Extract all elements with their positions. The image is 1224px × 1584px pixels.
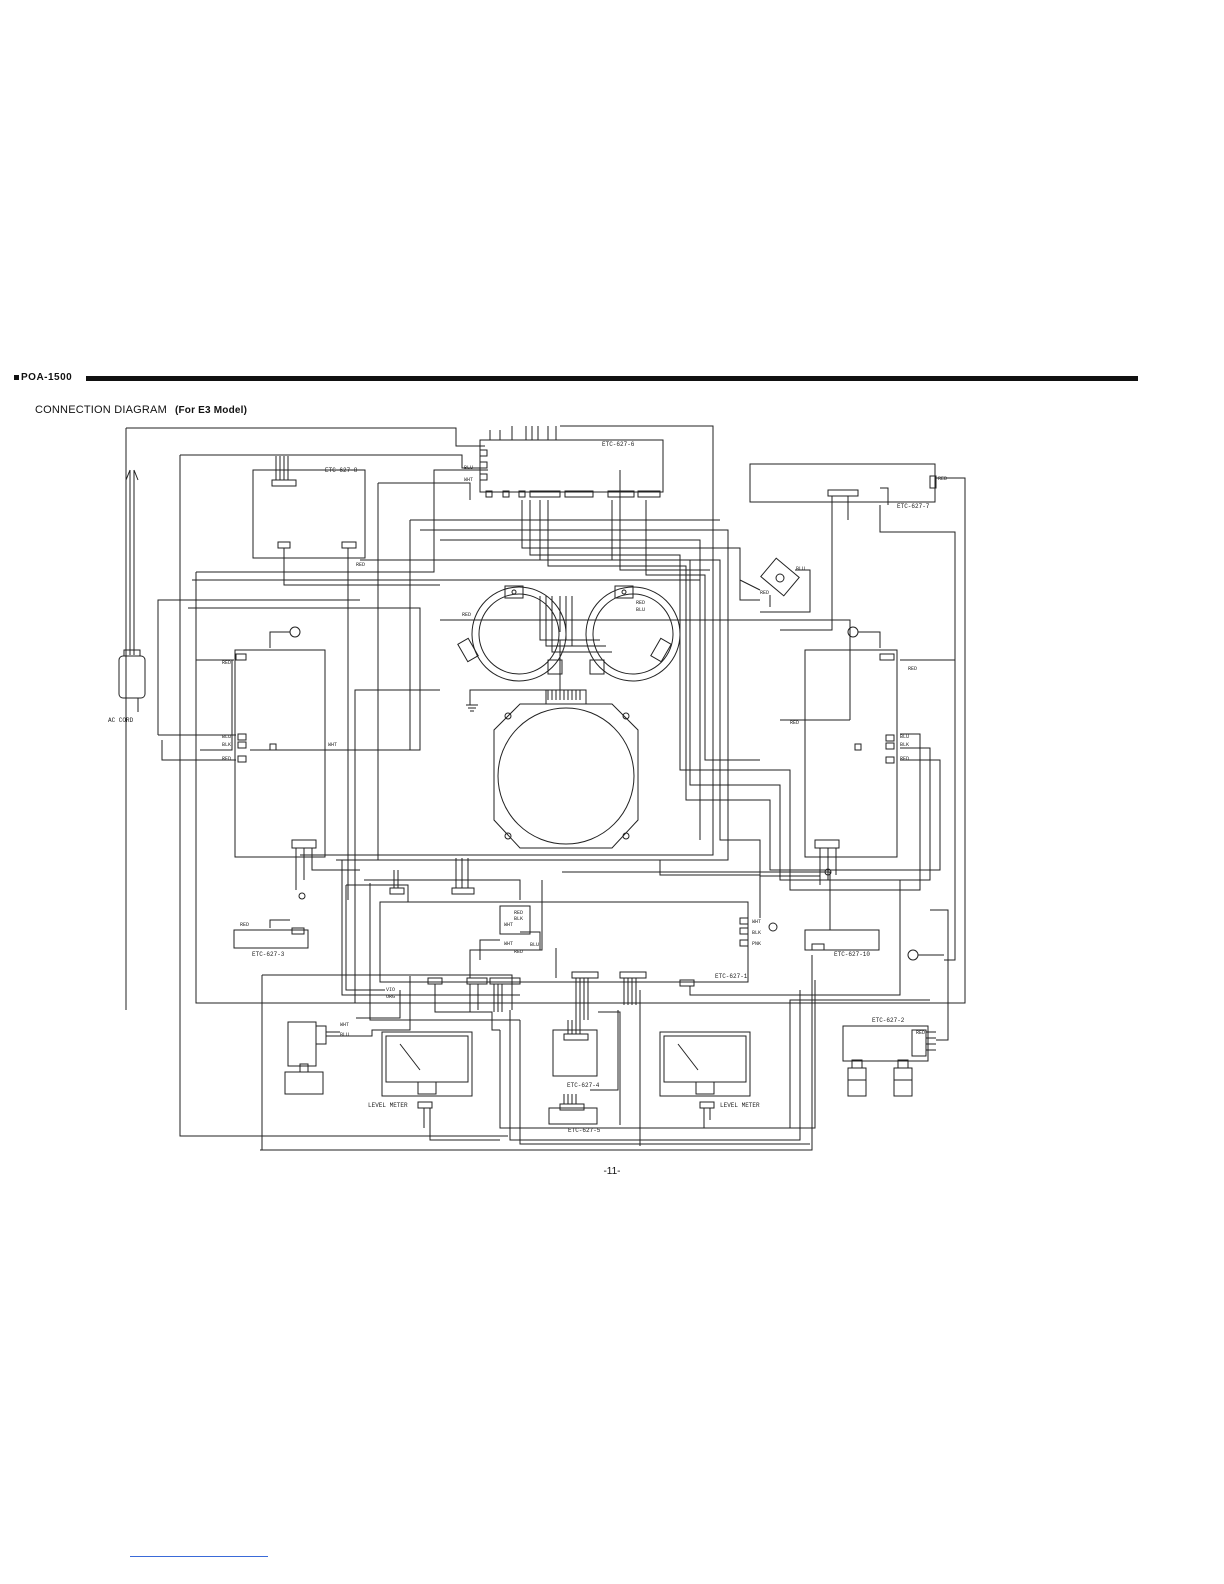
right-amp-board (804, 626, 898, 885)
level-meter-left (381, 1031, 473, 1128)
wire-label: RED (900, 756, 909, 762)
wire-label: RED (908, 666, 917, 672)
wire-label: RED (514, 910, 523, 916)
wire-label: RED (240, 922, 249, 928)
wire-label: RED (222, 660, 231, 666)
wire-label: WHT (504, 922, 513, 928)
wire-label: RED (514, 949, 523, 955)
board-etc-627-4 (552, 1020, 598, 1077)
wire-label: PNK (752, 941, 761, 947)
diagram-title: CONNECTION DIAGRAM (For E3 Model) (35, 404, 247, 416)
board-etc-627-7-label: ETC-627-7 (897, 503, 930, 510)
board-etc-627-8-label: ETC-627-8 (325, 467, 358, 474)
level-meter-left-label: LEVEL METER (368, 1102, 408, 1109)
ac-cord-label: AC CORD (108, 717, 134, 724)
board-etc-627-6-label: ETC-627-6 (602, 441, 635, 448)
wire-label: BLU (530, 942, 539, 948)
header-square-icon (14, 374, 19, 380)
wire-label: WHT (752, 919, 761, 925)
wire-label: BLU (796, 566, 805, 572)
wire-label: RED (222, 756, 231, 762)
level-meter-right (659, 1031, 751, 1120)
wire-label: BLU (636, 607, 645, 613)
level-meter-right-label: LEVEL METER (720, 1102, 760, 1109)
wire-label: BLU (464, 465, 473, 471)
header-rule (86, 376, 1138, 381)
transformer-leads (466, 596, 612, 712)
board-etc-627-2-label: ETC-627-2 (872, 1017, 905, 1024)
header-model-label: POA-1500 (12, 372, 75, 384)
main-transformer (493, 689, 639, 849)
left-amp-board (234, 626, 360, 900)
board-etc-627-1-label: ETC-627-1 (715, 973, 748, 980)
headphone-jack (284, 1021, 340, 1095)
board-etc-627-10-label: ETC-627-10 (834, 951, 870, 958)
wire-label: BLU (900, 734, 909, 740)
board-etc-627-3-label: ETC-627-3 (252, 951, 285, 958)
wire-label: RED (760, 590, 769, 596)
board-etc-627-2 (842, 1025, 936, 1097)
wire-label: ORG (386, 994, 395, 1000)
outer-wiring (125, 425, 966, 1151)
power-transformer-left (457, 585, 567, 682)
internal-wiring (157, 470, 955, 1146)
ac-cord (118, 469, 146, 712)
wire-label: RED (790, 720, 799, 726)
wire-label: RED (916, 1030, 925, 1036)
wire-label: BLU (222, 734, 231, 740)
board-etc-627-1 (379, 858, 778, 1020)
wire-label: BLU (340, 1032, 349, 1038)
wire-label: VIO (386, 987, 395, 993)
power-transformer-right (585, 585, 681, 682)
wire-label: BLK (222, 742, 231, 748)
bottom-link-underline (130, 1556, 268, 1557)
diagram-title-main: CONNECTION DIAGRAM (35, 404, 167, 416)
wire-label: RED (462, 612, 471, 618)
wire-label: RED (938, 476, 947, 482)
wire-label: WHT (340, 1022, 349, 1028)
diagram-title-sub: (For E3 Model) (174, 405, 248, 416)
wire-label: RED (356, 562, 365, 568)
page-number: -11- (603, 1166, 621, 1177)
board-etc-627-8 (252, 456, 440, 900)
wire-label: WHT (464, 477, 473, 483)
board-etc-627-10 (804, 929, 944, 961)
wire-label: BLK (752, 930, 761, 936)
wire-label: RED (636, 600, 645, 606)
board-etc-627-4-label: ETC-627-4 (567, 1082, 600, 1089)
wire-label: BLK (514, 916, 523, 922)
wire-label: WHT (504, 941, 513, 947)
wire-label: WHT (328, 742, 337, 748)
wire-label: BLK (900, 742, 909, 748)
wire-labels: BLU WHT RED BLU BLK RED WHT BLU BLK RED … (222, 465, 947, 1038)
board-etc-627-5-label: ETC-627-5 (568, 1127, 601, 1134)
board-etc-627-7 (749, 463, 937, 631)
bridge-rectifier (739, 557, 811, 613)
board-etc-627-3 (233, 919, 309, 949)
board-etc-627-6 (479, 426, 664, 498)
board-etc-627-5 (548, 1094, 598, 1125)
